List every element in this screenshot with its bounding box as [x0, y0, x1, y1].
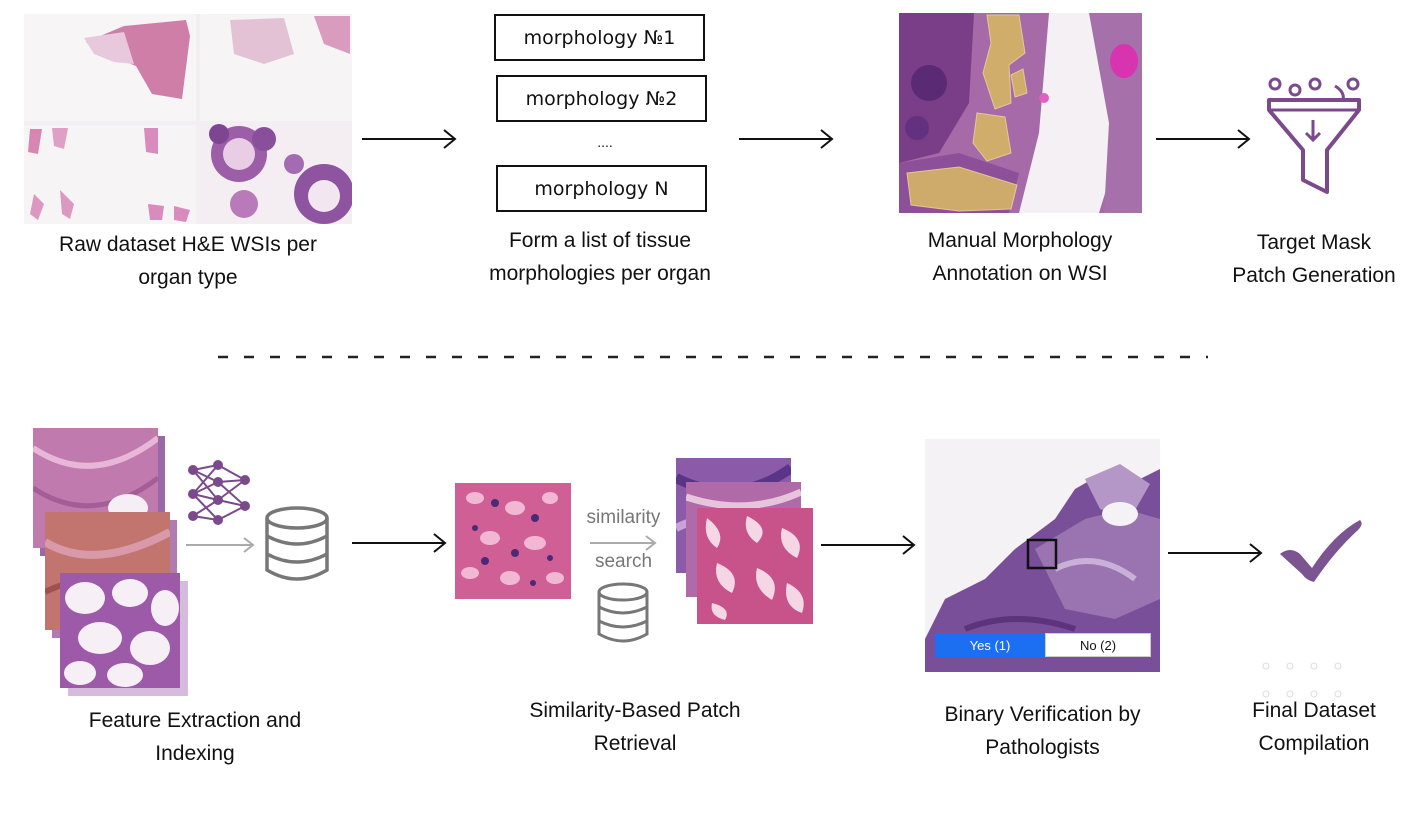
caption-line: morphologies per organ — [489, 262, 711, 285]
caption-line: Similarity-Based Patch — [529, 699, 741, 722]
morphology-box-1: morphology №1 — [494, 14, 705, 61]
patch-stack — [33, 428, 193, 698]
patch-3 — [60, 573, 180, 688]
step2-caption: Form a list of tissue morphologies per o… — [460, 224, 740, 290]
caption-line: Annotation on WSI — [932, 262, 1108, 285]
arrow-right-icon — [352, 533, 447, 553]
funnel-icon — [1267, 77, 1361, 194]
patch-3-texture — [60, 573, 180, 688]
caption-line: Target Mask — [1256, 231, 1372, 254]
caption-line: Indexing — [155, 742, 235, 765]
arrow-right-icon — [1168, 543, 1263, 563]
database-icon — [597, 582, 649, 643]
grey-arrow-icon — [590, 535, 657, 551]
caption-line: Patch Generation — [1232, 264, 1396, 287]
morphology-box-2: morphology №2 — [496, 75, 707, 122]
raw-wsi-mosaic — [24, 14, 352, 224]
caption-line: organ type — [138, 266, 238, 289]
annotated-wsi — [899, 13, 1142, 213]
arrow-right-icon — [1156, 129, 1251, 149]
arrow-right-icon — [739, 129, 834, 149]
feature-extraction-caption: Feature Extraction and Indexing — [50, 704, 340, 770]
binary-verification-caption: Binary Verification by Pathologists — [900, 698, 1185, 764]
caption-line: Retrieval — [593, 732, 677, 755]
arrow-right-icon — [362, 129, 457, 149]
caption-line: Final Dataset — [1252, 699, 1376, 722]
yes-vote-button[interactable]: Yes (1) — [935, 633, 1045, 657]
faint-dots-decoration — [1262, 662, 1342, 698]
verification-wsi: Yes (1) No (2) — [925, 439, 1160, 672]
arrow-right-icon — [821, 535, 916, 555]
caption-line: Pathologists — [985, 736, 1100, 759]
no-vote-button[interactable]: No (2) — [1045, 633, 1151, 657]
neural-network-icon — [188, 460, 250, 525]
final-dataset-caption: Final Dataset Compilation — [1204, 694, 1419, 760]
step4-caption: Target Mask Patch Generation — [1204, 226, 1419, 292]
checkmark-icon — [1280, 520, 1362, 582]
retrieved-patch-3 — [697, 508, 813, 624]
grey-arrow-icon — [186, 537, 255, 553]
caption-line: Binary Verification by — [944, 703, 1141, 726]
similarity-retrieval-caption: Similarity-Based Patch Retrieval — [490, 694, 780, 760]
database-icon — [265, 506, 329, 581]
caption-line: Feature Extraction and — [88, 709, 302, 732]
caption-line: Raw dataset H&E WSIs per — [59, 233, 317, 256]
query-patch — [455, 483, 571, 599]
section-divider — [218, 355, 1208, 359]
step3-caption: Manual Morphology Annotation on WSI — [880, 224, 1160, 290]
caption-line: Form a list of tissue — [508, 229, 692, 252]
caption-line: Compilation — [1258, 732, 1370, 755]
search-label: search — [594, 551, 653, 572]
retrieved-patch-3-texture — [697, 508, 813, 624]
annotated-wsi-image — [899, 13, 1142, 213]
query-patch-texture — [455, 483, 571, 599]
morphology-box-n: morphology N — [496, 165, 707, 212]
step1-caption: Raw dataset H&E WSIs per organ type — [24, 228, 352, 294]
morphology-ellipsis: .... — [597, 134, 613, 150]
similarity-label: similarity — [586, 507, 661, 528]
caption-line: Manual Morphology — [927, 229, 1113, 252]
raw-wsi-images — [24, 14, 352, 224]
